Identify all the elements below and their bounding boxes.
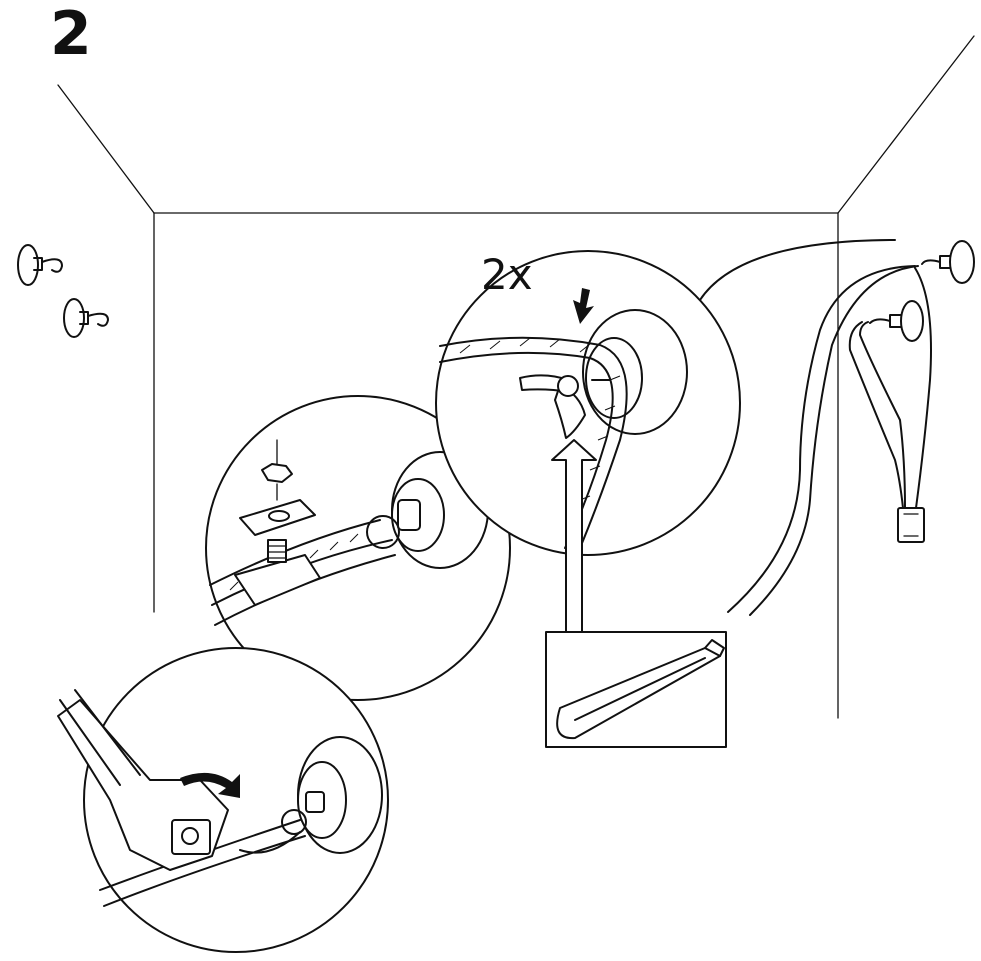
detail-circle-cable-routing — [435, 250, 741, 556]
wall-hook-icon — [63, 298, 109, 338]
wall-hook-icon — [17, 244, 63, 286]
quantity-label: 2x — [481, 250, 533, 299]
detail-circle-clamp-assembly — [205, 395, 511, 701]
mounted-hooks-with-cable — [699, 239, 975, 616]
detail-circle-wrench-tightening — [57, 647, 389, 953]
step-number: 2 — [50, 0, 92, 69]
tool-callout — [545, 439, 727, 748]
